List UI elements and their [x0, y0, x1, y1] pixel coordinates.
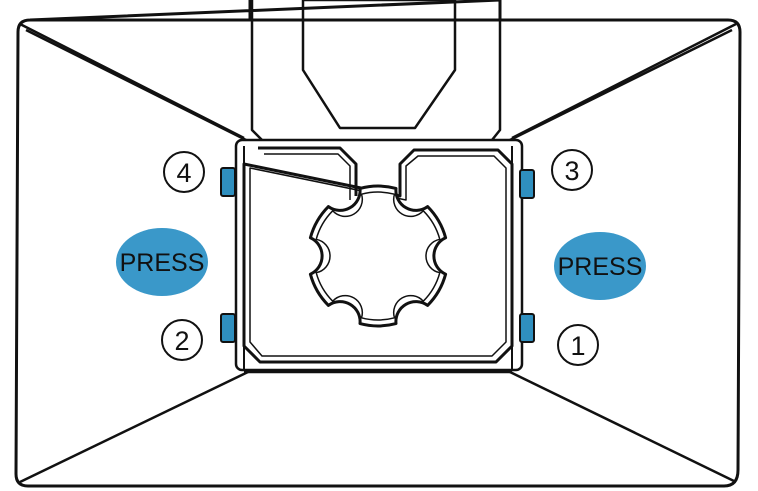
callout-2-number: 2: [174, 326, 189, 356]
press-label-left: PRESS: [120, 249, 205, 277]
press-button-left[interactable]: PRESS: [116, 228, 208, 296]
perspective-lines: [19, 22, 737, 484]
clip-1-tab[interactable]: [519, 313, 535, 343]
top-chute: [250, 0, 502, 141]
clip-2-tab[interactable]: [220, 313, 236, 343]
callout-3: 3: [551, 149, 593, 191]
callout-1: 1: [557, 324, 599, 366]
press-button-right[interactable]: PRESS: [554, 232, 646, 300]
callout-4: 4: [163, 151, 205, 193]
callout-1-number: 1: [570, 331, 585, 361]
inner-plate: [242, 146, 514, 364]
callout-2: 2: [161, 319, 203, 361]
lobed-knob: [308, 184, 448, 328]
clip-4-tab[interactable]: [220, 167, 236, 197]
clip-3-tab[interactable]: [519, 169, 535, 199]
press-label-right: PRESS: [558, 253, 643, 281]
callout-4-number: 4: [176, 158, 191, 188]
clips: [220, 167, 535, 343]
outer-housing: [14, 0, 742, 488]
callout-3-number: 3: [564, 156, 579, 186]
